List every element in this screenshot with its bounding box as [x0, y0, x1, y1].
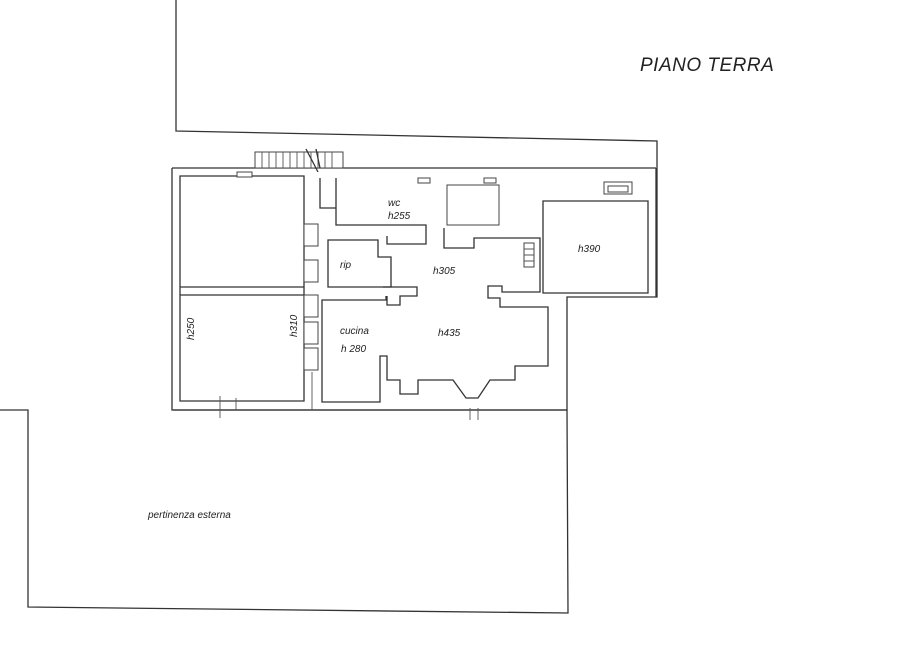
room-label-cucina: cucina [340, 326, 369, 337]
room-height-h435: h435 [438, 328, 461, 339]
room-label-wc: wc [388, 198, 400, 209]
left-rooms [179, 171, 319, 418]
central-rooms [319, 177, 549, 420]
room-height-h305: h305 [433, 266, 456, 277]
room-height-h250: h250 [186, 317, 197, 340]
room-height-h390: h390 [578, 244, 601, 255]
room-height-h310: h310 [289, 314, 300, 337]
staircase [254, 148, 344, 173]
exterior-area-boundary [0, 409, 569, 614]
building-outline [171, 167, 657, 411]
room-height-wc: h255 [388, 211, 411, 222]
exterior-label: pertinenza esterna [147, 510, 231, 521]
room-height-cucina: h 280 [341, 344, 366, 355]
room-label-rip: rip [340, 260, 352, 271]
plan-title: PIANO TERRA [640, 55, 774, 76]
property-boundary-upper [175, 0, 658, 410]
right-room [542, 181, 649, 294]
